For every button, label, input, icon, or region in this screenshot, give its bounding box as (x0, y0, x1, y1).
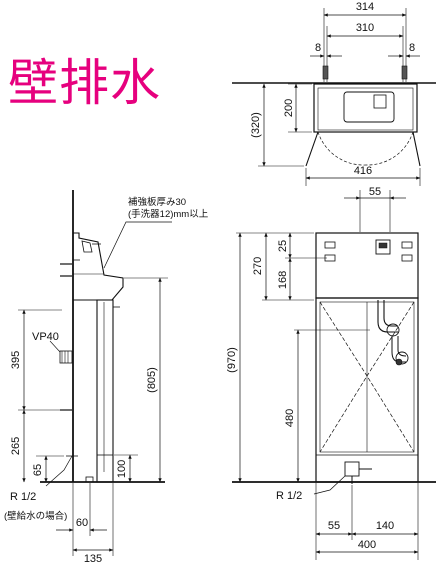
dim-320: (320) (250, 112, 262, 138)
front-counter (315, 232, 419, 299)
note-reinforcement-line2: (手洗器12)mm以上 (128, 208, 209, 220)
label-r12-side: R 1/2 (10, 491, 36, 503)
top-cabinet-outline (313, 83, 418, 133)
dim-480: 480 (284, 409, 296, 427)
dim-55-top: 55 (369, 186, 381, 198)
label-r12-front: R 1/2 (276, 490, 302, 502)
front-cabinet (315, 297, 419, 483)
dim-25: 25 (277, 240, 289, 252)
dim-140: 140 (376, 520, 394, 532)
dim-265: 265 (10, 437, 22, 455)
dim-8-right: 8 (409, 42, 415, 54)
dim-135: 135 (84, 553, 102, 564)
dim-55-bottom: 55 (328, 520, 340, 532)
page-title: 壁排水 (8, 54, 161, 112)
dim-200: 200 (283, 99, 295, 117)
side-view (18, 190, 172, 556)
dim-310: 310 (356, 22, 374, 34)
dim-8-left: 8 (315, 42, 321, 54)
side-cabinet (96, 299, 114, 483)
dim-416: 416 (354, 165, 372, 177)
dim-970: (970) (226, 347, 238, 373)
dim-65: 65 (32, 464, 44, 476)
dim-314: 314 (356, 1, 374, 13)
label-vp40: VP40 (32, 331, 59, 343)
dim-395: 395 (10, 351, 22, 369)
dim-60: 60 (76, 517, 88, 529)
dim-805: (805) (146, 367, 158, 393)
note-reinforcement-line1: 補強板厚み30 (128, 196, 186, 208)
top-view (232, 8, 436, 186)
dim-100: 100 (116, 460, 128, 478)
front-view (232, 190, 436, 560)
label-wall-supply: (壁給水の場合) (4, 510, 67, 522)
dim-400: 400 (358, 539, 376, 551)
dim-270: 270 (252, 257, 264, 275)
top-basin (343, 91, 395, 123)
dim-168: 168 (277, 271, 289, 289)
